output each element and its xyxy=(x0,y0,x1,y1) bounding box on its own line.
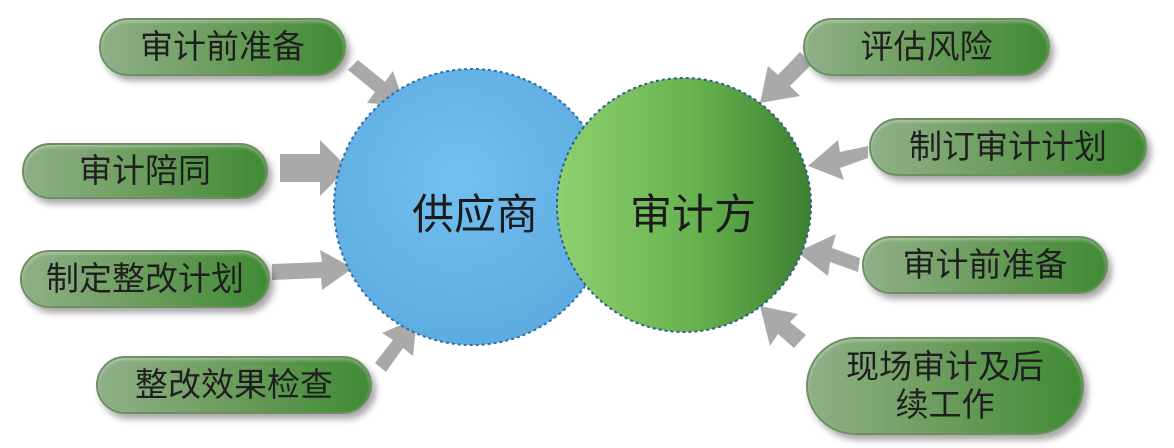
auditor-input-audit-prep: 审计前准备 xyxy=(862,236,1108,294)
supplier-input-audit-accompany: 审计陪同 xyxy=(22,143,268,199)
arrow-left-3 xyxy=(272,250,353,290)
arrow-left-4 xyxy=(375,318,417,372)
supplier-input-rectification-check: 整改效果检查 xyxy=(96,356,372,414)
arrow-right-2 xyxy=(808,140,868,180)
supplier-label: 供应商 xyxy=(412,190,539,239)
auditor-label: 审计方 xyxy=(630,190,757,239)
arrow-right-1 xyxy=(760,52,812,103)
supplier-input-rectification-plan: 制定整改计划 xyxy=(20,250,270,308)
auditor-input-audit-plan: 制订审计计划 xyxy=(869,118,1147,176)
arrow-right-3 xyxy=(797,234,860,276)
supplier-input-audit-prep: 审计前准备 xyxy=(99,18,346,76)
arrow-left-1 xyxy=(348,60,405,106)
auditor-circle xyxy=(556,77,812,333)
arrow-left-2 xyxy=(280,140,348,196)
arrow-right-4 xyxy=(760,306,806,348)
auditor-input-risk-assessment: 评估风险 xyxy=(803,18,1050,76)
auditor-input-onsite-audit: 现场审计及后 续工作 xyxy=(806,337,1084,435)
